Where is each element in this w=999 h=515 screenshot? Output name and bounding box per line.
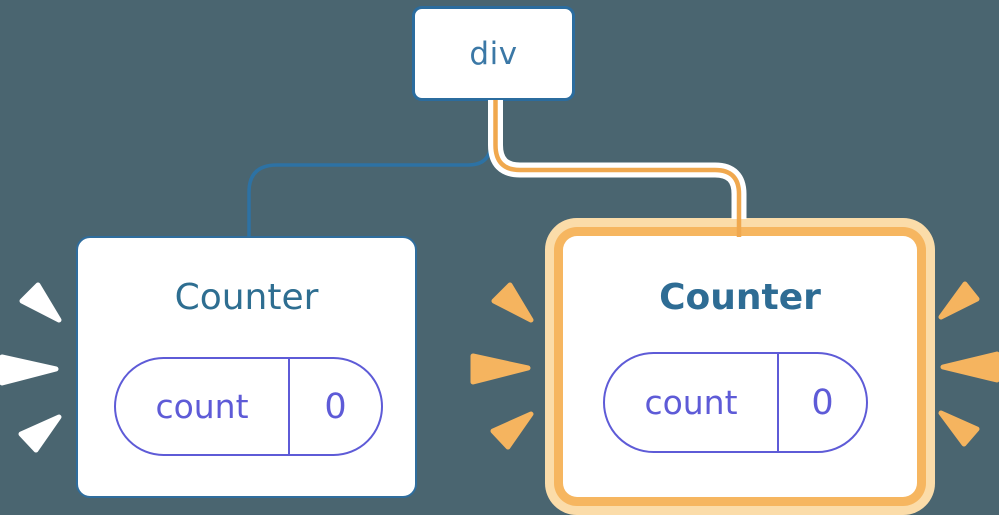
connector-orange-casing xyxy=(488,100,747,219)
counter-title: Counter xyxy=(659,277,821,318)
state-key-cell: count xyxy=(605,354,779,451)
connector-orange-right xyxy=(493,100,742,237)
spark-marks-middle-orange xyxy=(470,282,534,450)
spark-marks-left-white xyxy=(0,282,62,453)
spark-mark-icon xyxy=(19,282,62,323)
state-pill: count 0 xyxy=(114,357,383,456)
state-key-cell: count xyxy=(116,359,290,454)
root-node-div: div xyxy=(412,6,575,101)
root-node-label: div xyxy=(469,35,518,72)
spark-mark-icon xyxy=(938,410,980,447)
spark-mark-icon xyxy=(18,414,62,453)
counter-card-left: Counter count 0 xyxy=(76,236,417,498)
spark-mark-icon xyxy=(938,281,980,320)
spark-mark-icon xyxy=(491,282,534,323)
state-value-cell: 0 xyxy=(324,386,347,427)
state-value-cell: 0 xyxy=(811,382,834,423)
spark-marks-right-orange xyxy=(938,281,999,447)
spark-mark-icon xyxy=(470,353,531,385)
counter-card-right-highlighted: Counter count 0 xyxy=(563,236,917,497)
state-pill: count 0 xyxy=(603,352,868,453)
connector-blue-left xyxy=(247,100,493,237)
spark-mark-icon xyxy=(490,411,534,450)
spark-mark-icon xyxy=(0,354,59,386)
spark-mark-icon xyxy=(940,351,999,383)
counter-title: Counter xyxy=(174,277,319,318)
